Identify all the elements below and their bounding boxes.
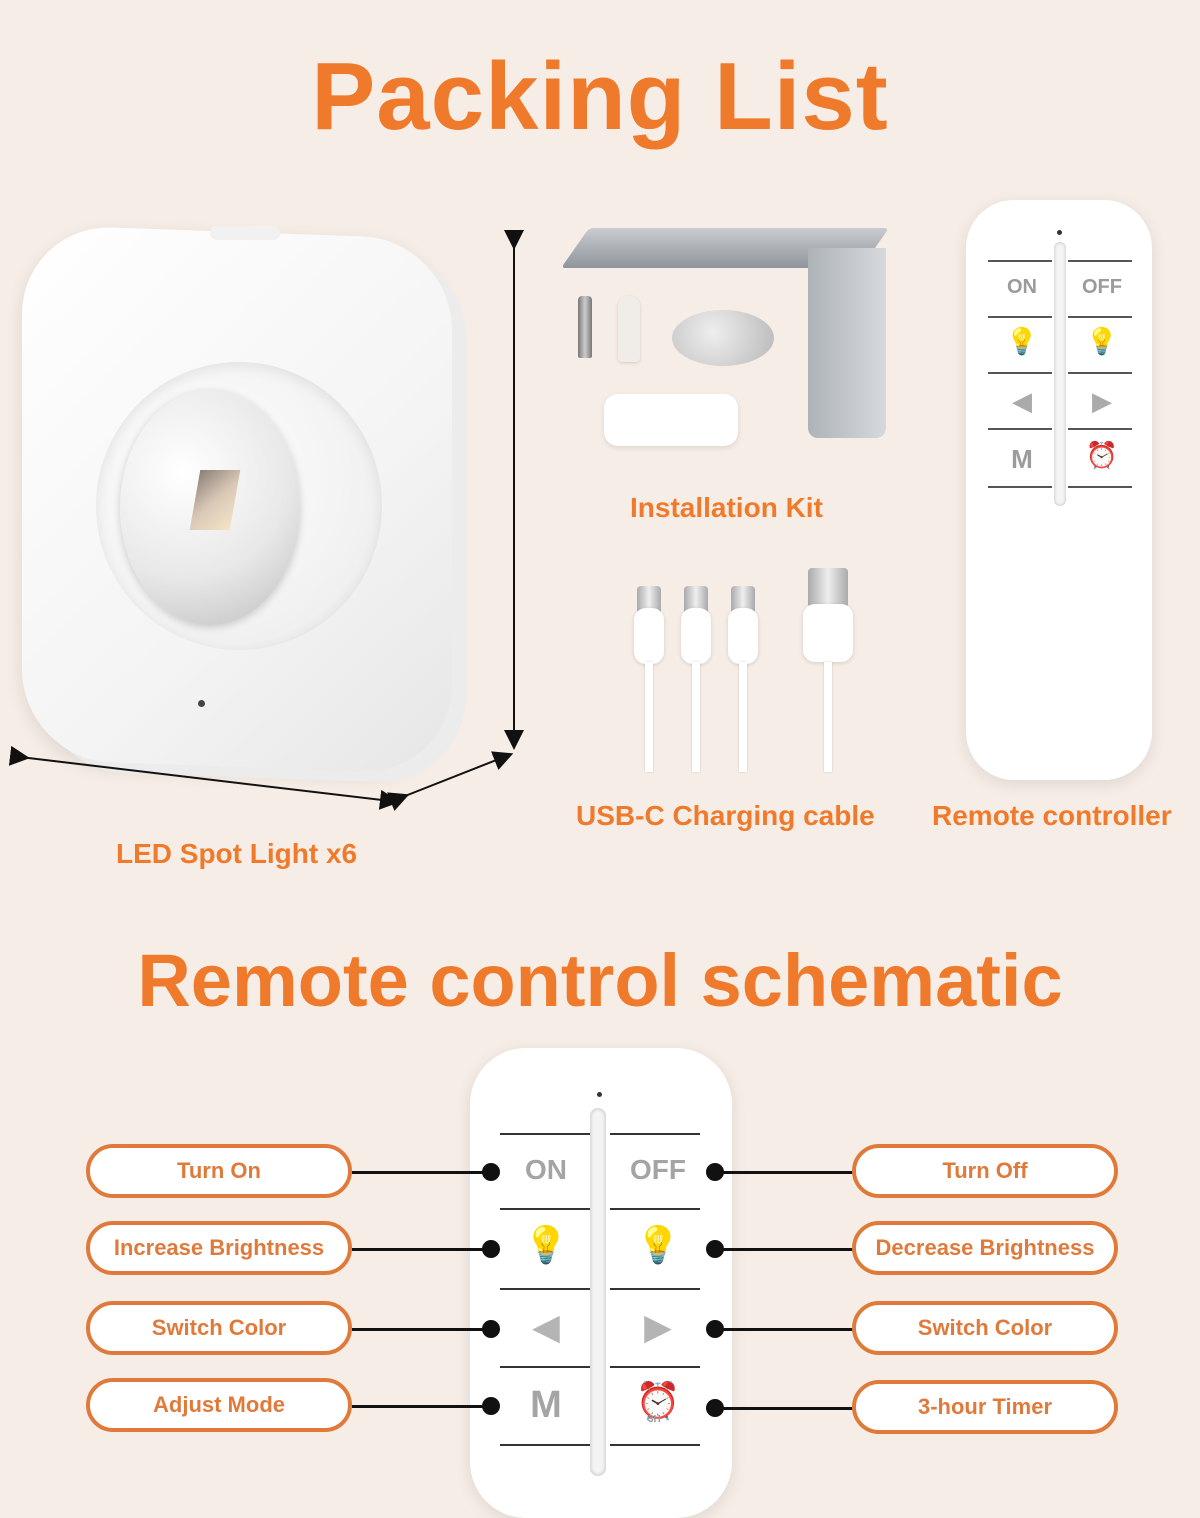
usb-c-head [634,608,664,664]
remote-large-divider [500,1288,590,1290]
remote-small-mode-key: M [1011,444,1033,474]
label-switch-color-left: Switch Color [86,1301,352,1355]
remote-small-divider [988,372,1052,374]
timer-badge: 3H [648,1414,661,1425]
schematic-title: Remote control schematic [137,939,1063,1022]
triangle-right-icon: ▶ [1092,386,1112,416]
remote-caption: Remote controller [932,800,1172,831]
on-key: ON [525,1154,567,1185]
connector-line [352,1405,488,1408]
cable-cord [824,662,832,772]
spot-light-caption: LED Spot Light x6 [116,838,358,869]
mounting-disc [672,310,774,366]
bulb-minus-icon: 💡 [635,1224,681,1265]
alarm-clock-icon: ⏰ [635,1380,681,1421]
remote-small-slot [1054,242,1066,506]
remote-small-off-key: OFF [1082,276,1122,298]
remote-large-divider [610,1208,700,1210]
remote-small-divider [1068,372,1132,374]
remote-large-led [597,1092,602,1097]
width-arrow [8,745,400,810]
spot-light-indicator [198,700,205,707]
wall-anchor [618,296,640,362]
off-key: OFF [630,1154,686,1185]
bulb-minus-icon: 💡 [1085,326,1119,356]
label-decrease-brightness: Decrease Brightness [852,1221,1118,1275]
usb-a-head [803,604,853,662]
connector-line [352,1248,488,1251]
label-turn-off: Turn Off [852,1144,1118,1198]
remote-small-divider [1068,428,1132,430]
remote-small-divider [988,260,1052,262]
packing-list-title: Packing List [311,43,889,150]
usb-c-head [728,608,758,664]
alarm-clock-icon: ⏰ [1085,440,1119,470]
remote-large-divider [500,1133,590,1135]
bulb-plus-icon: 💡 [1005,326,1039,356]
remote-large-divider [610,1366,700,1368]
connector-dot [482,1163,500,1181]
cable-cord [645,662,653,772]
triangle-left-icon: ◀ [1012,386,1032,416]
remote-small-divider [988,486,1052,488]
remote-large-slot [590,1108,606,1476]
label-increase-brightness: Increase Brightness [86,1221,352,1275]
remote-large-divider [610,1288,700,1290]
remote-small-divider [988,316,1052,318]
mode-key: M [530,1384,562,1426]
connector-dot [482,1397,500,1415]
remote-small-divider [1068,260,1132,262]
label-adjust-mode: Adjust Mode [86,1378,352,1432]
label-switch-color-right: Switch Color [852,1301,1118,1355]
remote-large-divider [500,1208,590,1210]
usb-a-tip [808,568,848,608]
remote-large-divider [610,1444,700,1446]
label-3-hour-timer: 3-hour Timer [852,1380,1118,1434]
remote-large-divider [500,1444,590,1446]
connector-line [352,1328,488,1331]
remote-small-on-key: ON [1007,276,1037,298]
label-turn-on: Turn On [86,1144,352,1198]
connector-line [714,1328,854,1331]
remote-small-divider [1068,486,1132,488]
installation-kit-caption: Installation Kit [630,492,823,523]
remote-large-divider [610,1133,700,1135]
triangle-left-icon: ◀ [532,1306,560,1347]
remote-small-led [1057,230,1062,235]
connector-line [714,1248,854,1251]
connector-line [352,1171,488,1174]
connector-dot [482,1320,500,1338]
spot-light-top-button [210,226,280,240]
remote-small-divider [1068,316,1132,318]
usb-c-head [681,608,711,664]
depth-arrow [387,751,514,811]
bulb-plus-icon: 💡 [523,1224,569,1265]
cable-cord [739,662,747,772]
cable-cord [692,662,700,772]
connector-line [714,1171,854,1174]
cable-caption: USB-C Charging cable [576,800,875,831]
remote-small-divider [988,428,1052,430]
remote-large-divider [500,1366,590,1368]
adhesive-pad [604,394,738,446]
bracket-side [808,248,886,438]
screw [578,296,592,358]
connector-line [714,1407,854,1410]
connector-dot [482,1240,500,1258]
triangle-right-icon: ▶ [644,1306,672,1347]
